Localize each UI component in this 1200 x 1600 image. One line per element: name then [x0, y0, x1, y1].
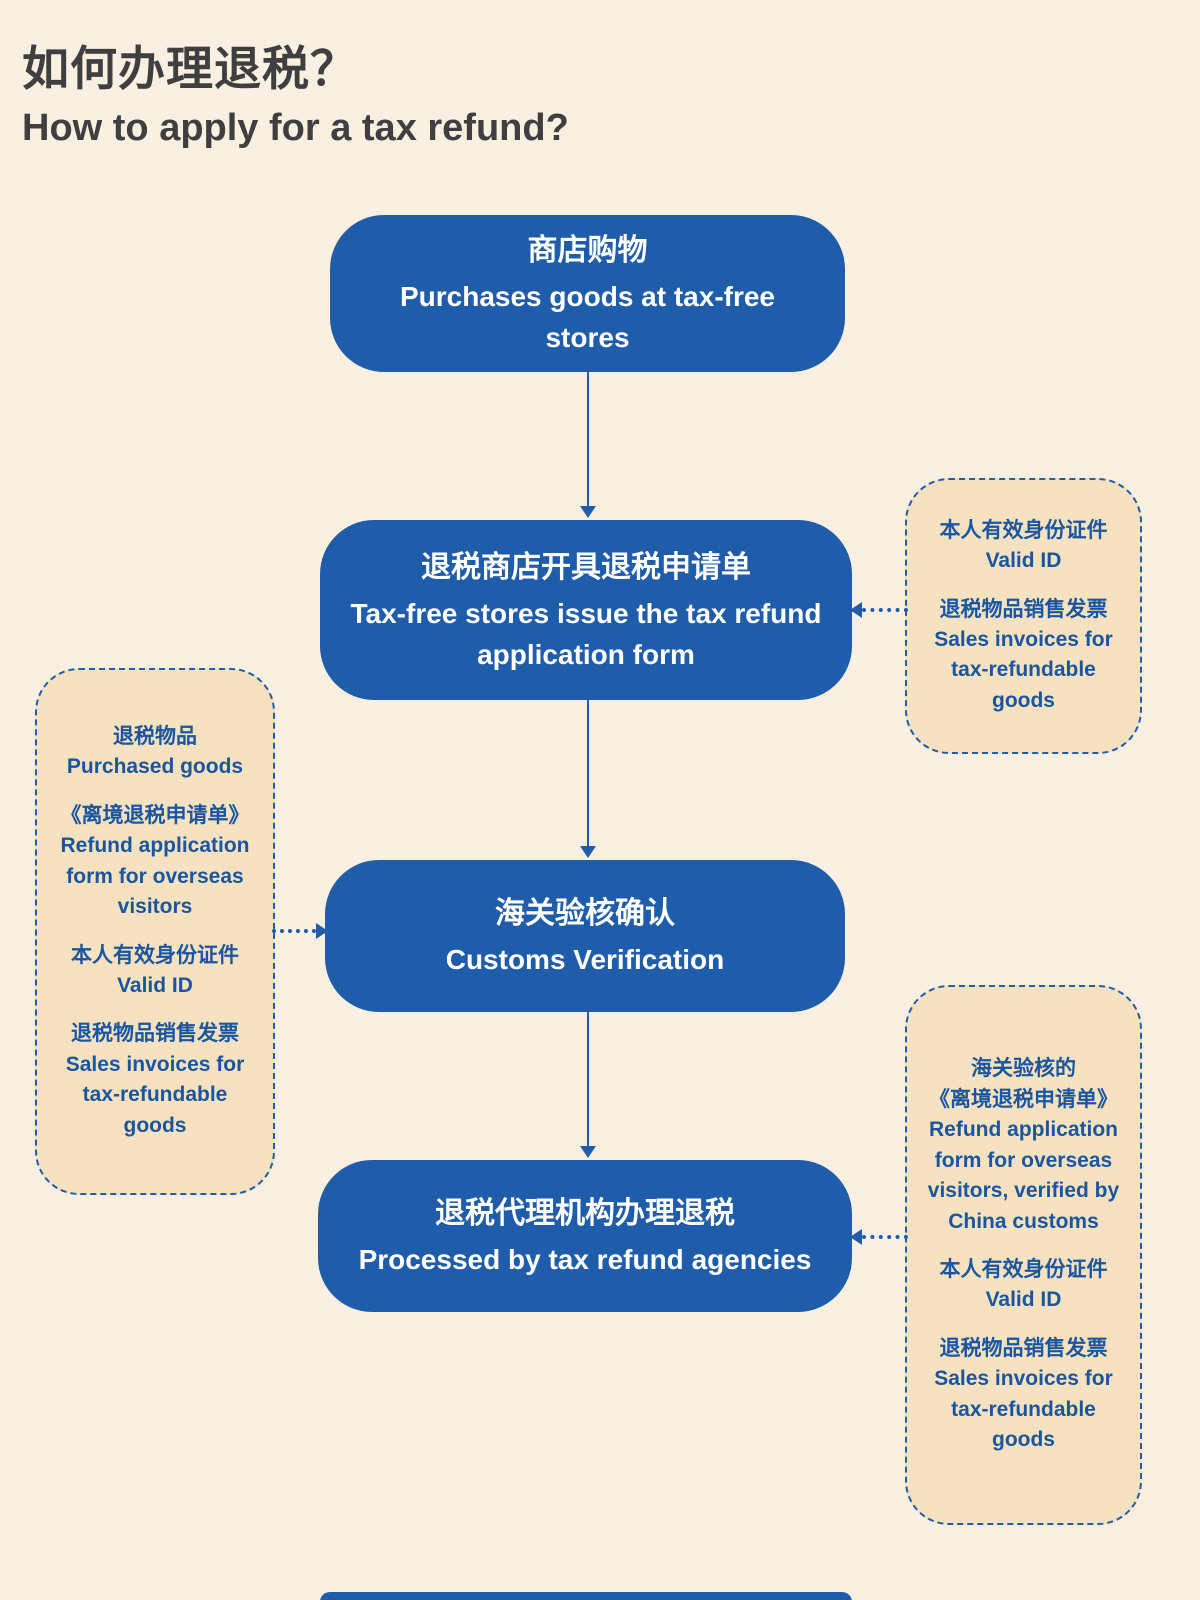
- node-issue-form-en: Tax-free stores issue the tax refund app…: [350, 597, 822, 670]
- page-header: 如何办理退税？ How to apply for a tax refund?: [22, 30, 922, 150]
- page-title-en: How to apply for a tax refund?: [22, 107, 569, 149]
- callout-item-zh: 退税物品销售发票: [939, 597, 1108, 621]
- callout-arrow-to-customs: [272, 922, 328, 940]
- callout-item: 本人有效身份证件 Valid ID: [51, 941, 259, 1002]
- callout-item-zh: 退税物品销售发票: [939, 1336, 1108, 1360]
- node-purchase-zh: 商店购物: [527, 234, 648, 268]
- dotted-line: [862, 1235, 908, 1239]
- node-purchase-en: Purchases goods at tax-free stores: [399, 281, 776, 353]
- callout-item: 海关验核的 《离境退税申请单》 Refund application form …: [921, 1054, 1126, 1237]
- arrow-line: [586, 700, 590, 846]
- flow-arrow-down-1: [579, 372, 597, 518]
- callout-item-en: Sales invoices for tax-refundable goods: [934, 628, 1113, 712]
- callout-item-en: Sales invoices for tax-refundable goods: [934, 1367, 1113, 1452]
- callout-issue-form-requirements: 本人有效身份证件 Valid ID 退税物品销售发票 Sales invoice…: [905, 478, 1142, 754]
- node-agency-en: Processed by tax refund agencies: [358, 1244, 812, 1276]
- dotted-line: [862, 608, 908, 612]
- callout-customs-requirements: 退税物品 Purchased goods 《离境退税申请单》 Refund ap…: [35, 668, 275, 1195]
- callout-item-en: Valid ID: [985, 549, 1062, 573]
- callout-agency-requirements: 海关验核的 《离境退税申请单》 Refund application form …: [905, 985, 1142, 1525]
- flow-node-next-partial: [320, 1592, 852, 1600]
- callout-item-zh: 《离境退税申请单》: [60, 803, 250, 827]
- page-title-zh: 如何办理退税？: [22, 42, 358, 95]
- callout-item: 退税物品销售发票 Sales invoices for tax-refundab…: [921, 1334, 1126, 1456]
- arrow-head-down-icon: [580, 846, 596, 858]
- callout-item: 本人有效身份证件 Valid ID: [921, 516, 1126, 577]
- callout-arrow-to-issue-form: [850, 601, 908, 619]
- flow-node-agency: 退税代理机构办理退税 Processed by tax refund agenc…: [318, 1160, 852, 1312]
- flow-node-customs: 海关验核确认 Customs Verification: [325, 860, 845, 1012]
- arrow-line: [586, 372, 590, 506]
- arrow-head-left-icon: [850, 1229, 862, 1245]
- callout-item-en: Purchased goods: [66, 755, 244, 779]
- callout-item-zh: 本人有效身份证件: [71, 943, 239, 967]
- node-issue-form-zh: 退税商店开具退税申请单: [421, 550, 751, 584]
- arrow-line: [586, 1012, 590, 1146]
- flow-node-issue-form: 退税商店开具退税申请单 Tax-free stores issue the ta…: [320, 520, 852, 700]
- callout-item-en: Valid ID: [985, 1288, 1062, 1312]
- callout-item: 退税物品 Purchased goods: [51, 722, 259, 783]
- node-customs-en: Customs Verification: [445, 944, 725, 976]
- callout-item-en: Sales invoices for tax-refundable goods: [65, 1052, 245, 1137]
- arrow-head-down-icon: [580, 506, 596, 518]
- dotted-line: [272, 929, 316, 933]
- node-customs-zh: 海关验核确认: [495, 897, 675, 931]
- callout-item-zh: 本人有效身份证件: [939, 518, 1108, 542]
- flow-arrow-down-3: [579, 1012, 597, 1158]
- flow-arrow-down-2: [579, 700, 597, 858]
- callout-item: 本人有效身份证件 Valid ID: [921, 1255, 1126, 1316]
- callout-item-zh: 退税物品: [113, 724, 197, 748]
- callout-item: 退税物品销售发票 Sales invoices for tax-refundab…: [51, 1019, 259, 1141]
- callout-item-zh: 本人有效身份证件: [939, 1258, 1108, 1281]
- arrow-head-left-icon: [850, 602, 862, 618]
- callout-item: 退税物品销售发票 Sales invoices for tax-refundab…: [921, 595, 1126, 717]
- callout-item: 《离境退税申请单》 Refund application form for ov…: [51, 801, 259, 923]
- arrow-head-down-icon: [580, 1146, 596, 1158]
- callout-item-zh: 退税物品销售发票: [71, 1022, 239, 1046]
- callout-arrow-to-agency: [850, 1228, 908, 1246]
- callout-item-zh: 海关验核的 《离境退税申请单》: [929, 1057, 1118, 1111]
- callout-item-en: Refund application form for overseas vis…: [60, 834, 250, 919]
- node-agency-zh: 退税代理机构办理退税: [435, 1197, 735, 1231]
- callout-item-en: Refund application form for overseas vis…: [927, 1118, 1120, 1233]
- arrow-head-right-icon: [316, 923, 328, 939]
- callout-item-en: Valid ID: [117, 973, 193, 997]
- flow-node-purchase: 商店购物 Purchases goods at tax-free stores: [330, 215, 845, 372]
